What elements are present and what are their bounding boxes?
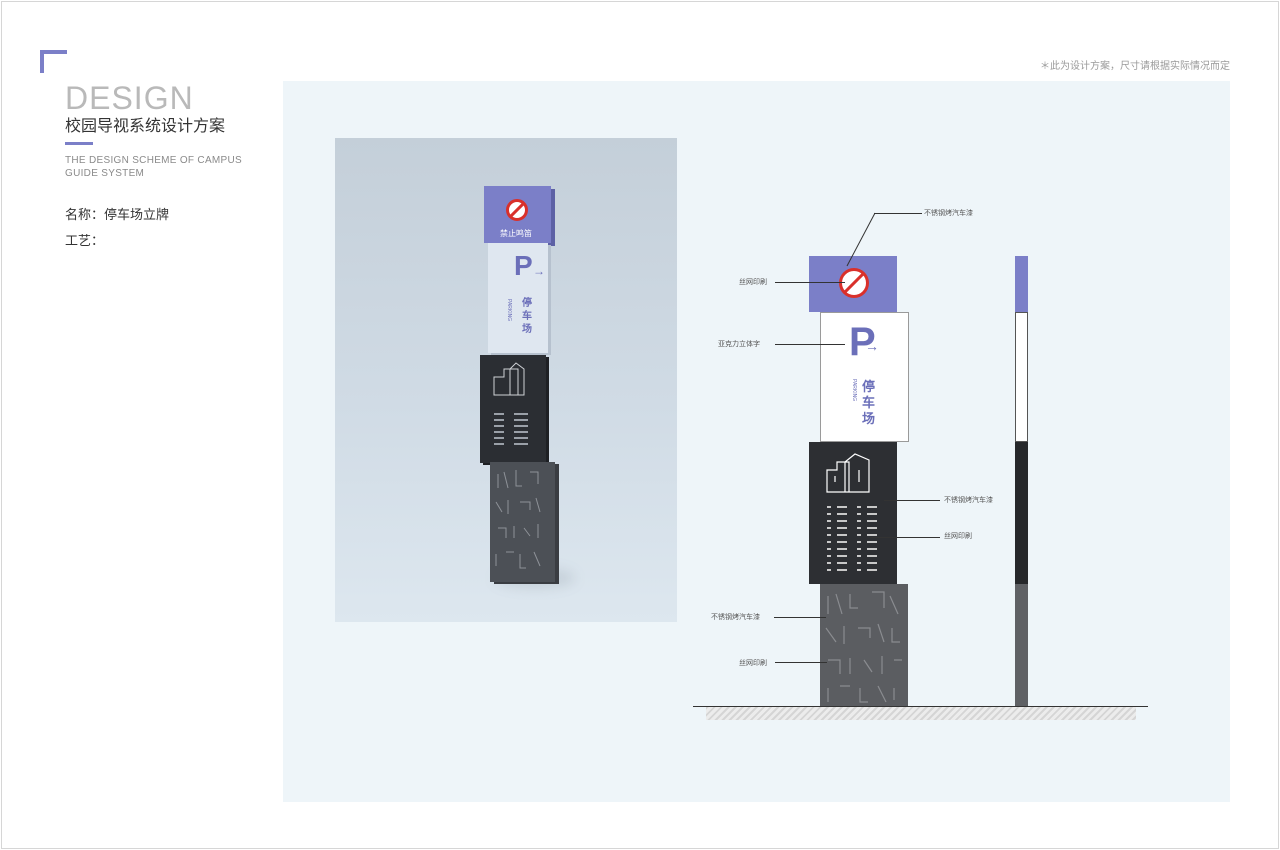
leader-base-left-2 [775,662,827,663]
elevation-top-panel [809,256,897,312]
name-line: 名称：停车场立牌 [65,208,170,223]
building-line-icon [826,453,877,571]
leader-top-right-diag [846,212,876,267]
annotation-top-right: 不锈钢烤汽车漆 [924,209,973,217]
leader-base-left-1 [774,617,826,618]
side-top-panel [1015,256,1028,312]
parking-letter: P [849,320,876,364]
render-base-pattern [495,470,541,569]
elevation-base-panel [820,584,908,706]
title-chinese: 校园导视系统设计方案 [65,116,226,135]
annotation-dark-right-2: 丝网印刷 [944,532,972,540]
title-design: DESIGN [65,80,194,116]
leader-dark-right-2 [870,537,940,538]
leader-dark-right-1 [884,500,940,501]
render-building-icon [493,362,528,445]
render-top-panel: 禁止鸣笛 [484,186,551,243]
annotation-base-left-2: 丝网印刷 [739,659,767,667]
annotation-acrylic: 亚克力立体字 [718,340,760,348]
render-parking-letter: P [514,250,533,281]
render-parking-en: PARKING [506,299,512,322]
base-glyph-pattern [825,591,902,703]
render-base-panel [490,462,555,582]
corner-accent [40,50,67,73]
render-parking-cn: 停 车 场 [522,298,532,335]
render-directory-panel [480,355,546,463]
parking-cn-text: 停 车 场 [862,379,876,426]
annotation-base-left-1: 不锈钢烤汽车漆 [711,613,760,621]
annotation-top-left: 丝网印刷 [739,278,767,286]
arrow-right-icon: → [865,338,879,354]
elevation-parking-panel: P → 停 车 场 PARKING [820,312,909,442]
title-english: THE DESIGN SCHEME OF CAMPUS GUIDE SYSTEM [65,155,243,179]
ground-line [693,706,1148,707]
elevation-directory-panel [809,442,897,584]
ground-hatch [706,707,1136,720]
leader-acrylic [775,344,845,345]
render-no-honk-label: 禁止鸣笛 [500,229,532,238]
side-base-panel [1015,584,1028,706]
side-white-panel [1015,312,1028,442]
design-note: ＊此为设计方案，尺寸请根据实际情况而定 [1040,61,1230,72]
title-underline [65,142,93,145]
annotation-dark-right-1: 不锈钢烤汽车漆 [944,496,993,504]
leader-top-left [775,282,845,283]
parking-en-text: PARKING [851,379,857,402]
no-honking-icon [506,199,528,221]
render-arrow-icon: → [533,264,545,278]
no-honking-sign-icon [839,268,869,298]
side-dark-panel [1015,442,1028,584]
craft-line: 工艺： [65,234,105,249]
render-parking-panel: P → 停 车 场 PARKING [488,243,548,353]
leader-top-right-h [874,213,922,214]
